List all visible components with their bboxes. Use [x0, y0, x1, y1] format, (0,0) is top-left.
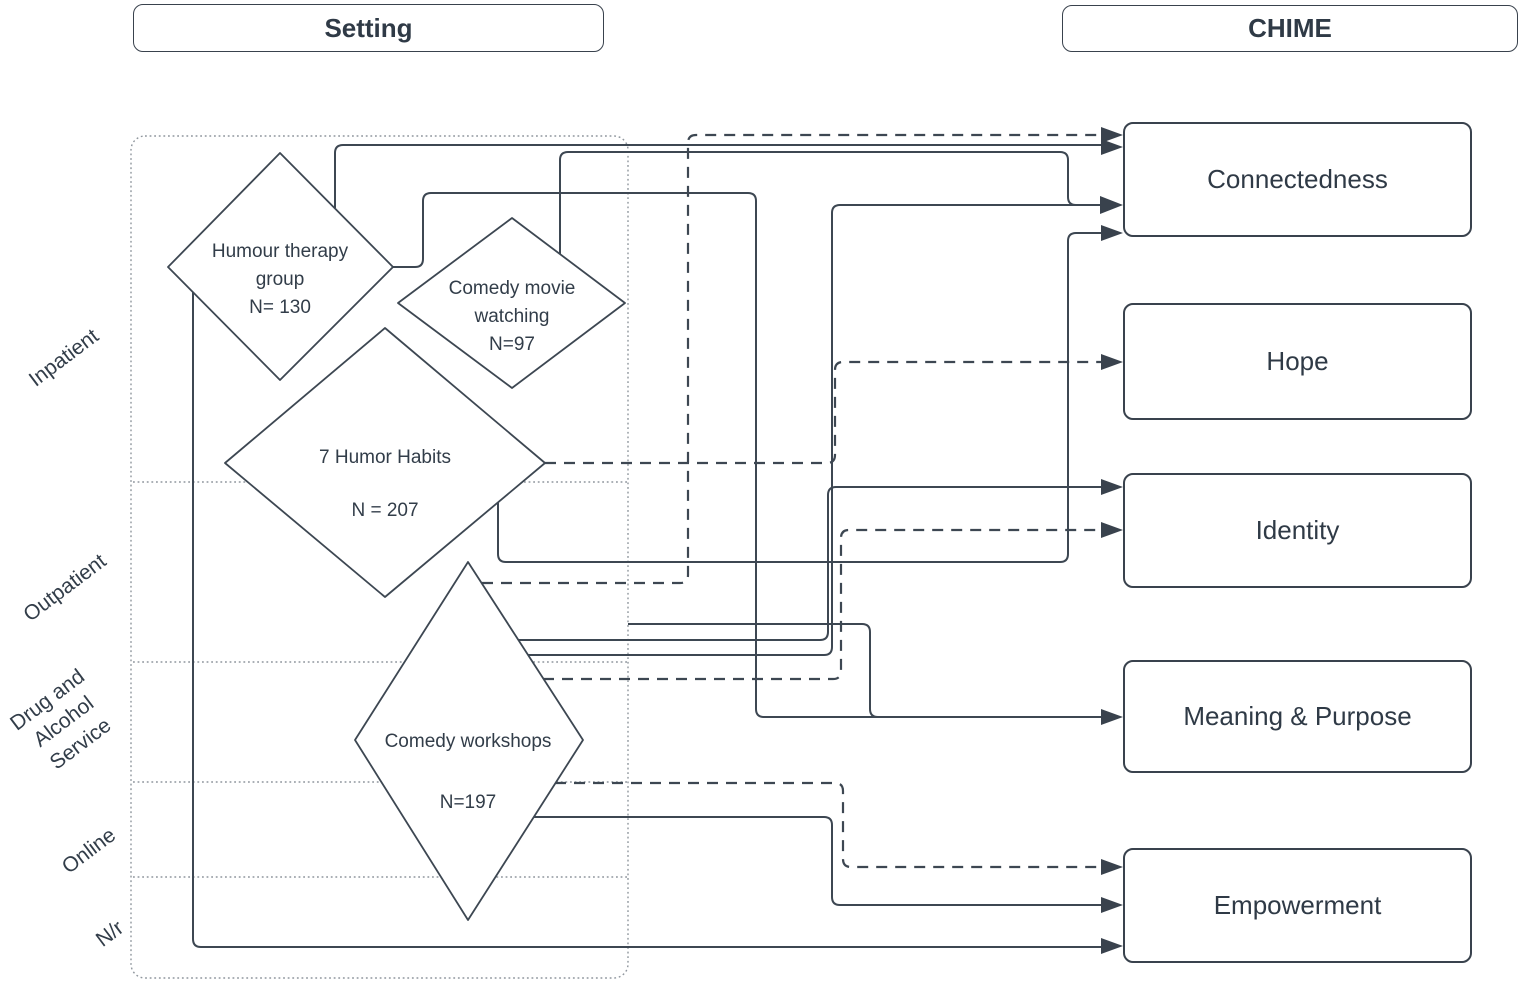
7-humor-habits-n: N = 207	[351, 499, 419, 521]
chime-box-identity: Identity	[1123, 473, 1472, 588]
edge-7-humor-habits-to-connectedness	[497, 232, 1104, 563]
setting-header: Setting	[133, 4, 604, 52]
arrowhead-empowerment-2	[1101, 938, 1123, 954]
chime-box-meaning-purpose: Meaning & Purpose	[1123, 660, 1472, 773]
arrowhead-connectedness-2	[1100, 196, 1123, 214]
arrowhead-meaning-purpose	[1101, 709, 1123, 725]
arrowhead-hope-dashed	[1101, 354, 1123, 370]
chime-box-connectedness: Connectedness	[1123, 122, 1472, 237]
7-humor-habits-label: 7 Humor Habits	[319, 446, 451, 468]
7-humor-habits-diamond-text: 7 Humor Habits N = 207	[285, 440, 485, 528]
edge-comedy-workshops-to-connectedness	[527, 204, 1104, 656]
comedy-workshops-label: Comedy workshops	[384, 730, 552, 752]
comedy-movie-watching-diamond-text: Comedy movie watching N=97	[412, 274, 612, 360]
identity-label: Identity	[1255, 515, 1340, 545]
arrowhead-empowerment-1	[1101, 897, 1123, 913]
chime-header-label: CHIME	[1248, 13, 1332, 43]
edge-humour-therapy-to-empowerment	[192, 292, 1104, 948]
humour-therapy-group-n: N= 130	[249, 297, 311, 318]
edge-comedy-workshops-to-connectedness-dashed	[482, 133, 1104, 585]
chime-header: CHIME	[1062, 5, 1518, 52]
chime-box-empowerment: Empowerment	[1123, 848, 1472, 963]
diamond-7-humor-habits	[224, 327, 546, 598]
edge-unlabelled-to-meaning-purpose	[628, 623, 1104, 718]
edge-7-humor-habits-to-hope-dashed	[545, 360, 1104, 465]
comedy-workshops-n: N=197	[439, 791, 497, 813]
diamond-humour-therapy-group	[167, 152, 394, 381]
edge-comedy-workshops-to-identity-dashed	[543, 528, 1104, 681]
arrowhead-connectedness-3	[1101, 225, 1123, 241]
hope-label: Hope	[1266, 346, 1329, 376]
meaning-purpose-label: Meaning & Purpose	[1183, 701, 1412, 731]
connectedness-label: Connectedness	[1207, 164, 1388, 194]
edge-comedy-movie-to-connectedness	[559, 151, 1104, 254]
empowerment-label: Empowerment	[1213, 890, 1382, 920]
chime-box-hope: Hope	[1123, 303, 1472, 420]
diamond-comedy-workshops	[354, 561, 584, 921]
humour-therapy-group-label: Humour therapy group	[211, 241, 349, 290]
arrowhead-connectedness-dashed	[1101, 127, 1123, 143]
edge-humour-therapy-to-connectedness	[334, 144, 1104, 208]
comedy-movie-watching-n: N=97	[489, 334, 535, 355]
setting-container-border	[130, 135, 629, 979]
arrowhead-connectedness-1	[1101, 139, 1123, 155]
setting-header-label: Setting	[324, 12, 413, 43]
edge-humour-therapy-to-meaning-purpose	[393, 192, 1104, 718]
diamond-comedy-movie-watching	[397, 217, 626, 389]
edge-comedy-workshops-to-identity	[518, 486, 1104, 641]
arrowhead-identity-1	[1101, 479, 1123, 495]
humour-therapy-group-diamond-text: Humour therapy group N= 130	[180, 232, 380, 328]
comedy-movie-watching-label: Comedy movie watching	[448, 278, 576, 327]
comedy-workshops-diamond-text: Comedy workshops N=197	[368, 726, 568, 818]
edge-comedy-workshops-to-empowerment	[534, 816, 1104, 906]
arrowhead-empowerment-dashed	[1101, 859, 1123, 875]
arrowhead-identity-dashed	[1101, 522, 1123, 538]
edge-comedy-workshops-to-empowerment-dashed	[555, 781, 1104, 869]
